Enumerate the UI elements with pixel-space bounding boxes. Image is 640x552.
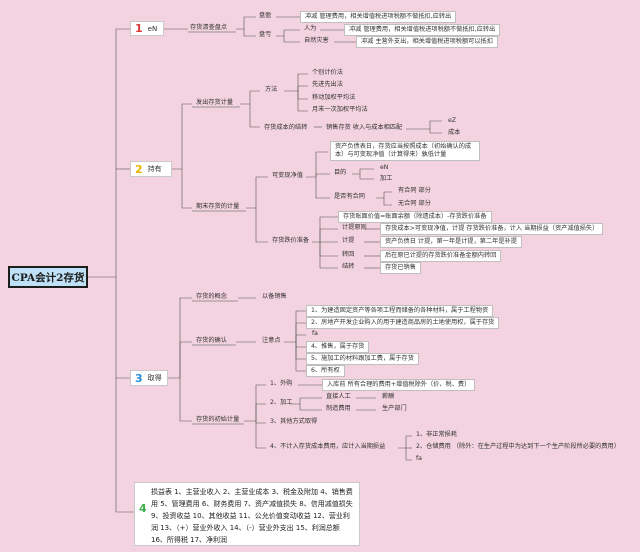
point-5: 5、施加工的材料跟加工费，属于存货 <box>306 353 419 365</box>
method-node: 方法 <box>265 86 278 93</box>
purpose-en: eN <box>380 164 389 171</box>
method-item-4: 月末一次加权平均法 <box>312 106 368 113</box>
purpose-node: 目的 <box>334 169 347 176</box>
section-3-label: 取得 <box>147 374 162 382</box>
method-item-3: 移动加权平均法 <box>312 94 356 101</box>
purpose-process: 加工 <box>380 175 393 182</box>
direct-labor-note: 薪酬 <box>382 393 395 400</box>
ez-node: eZ <box>448 117 457 124</box>
excluded-item-1: 1、非正常损耗 <box>416 431 458 438</box>
provision-note-3: 后在原已计提的存货跌价准备金额内转回 <box>380 250 502 262</box>
section-2-label: 持有 <box>147 165 162 173</box>
sale-node: 销售存货 收入与成本相匹配 <box>326 124 403 131</box>
section-1-label: eN <box>147 24 158 33</box>
provision-note-2: 资产负债日 计提，第一年是计提，第二年是补提 <box>380 236 522 248</box>
has-contract-node: 有合同 部分 <box>398 187 431 194</box>
surplus-note: 冲减 管理费用，相关增值税进项税额不做抵扣,应转出 <box>300 11 457 23</box>
period-end-node: 期末存货的计量 <box>196 203 240 210</box>
section-1[interactable]: 1 eN <box>130 21 164 36</box>
root-label: CPA会计2存货 <box>11 271 85 284</box>
concept-note: 以备销售 <box>262 293 287 300</box>
natural-disaster-node: 自然灾害 <box>304 37 329 44</box>
nrv-note: 资产负债表日，存货应当按照成本（初始确认的成本）与可变现净值（计算得来）孰低计量 <box>330 141 480 161</box>
contract-node: 是否有合同 <box>334 193 365 200</box>
provision-principle: 计提原则 <box>342 224 367 231</box>
provision-node: 存货跌价准备 <box>272 237 310 244</box>
process-node: 2、加工 <box>270 399 293 406</box>
section-2-number: 2 <box>135 162 143 176</box>
provision-note-4: 存货已销售 <box>380 262 421 274</box>
purchase-node: 1、外购 <box>270 380 293 387</box>
section-1-number: 1 <box>135 22 143 35</box>
provision-note-0: 存货账面价值=账面余额（除遗成本）-存货跌价准备 <box>338 211 492 223</box>
section-4-number: 4 <box>139 502 147 515</box>
human-cause-node: 人为 <box>304 25 317 32</box>
surplus-node: 盘盈 <box>259 12 272 19</box>
provision-reverse: 转回 <box>342 251 355 258</box>
provision-accrue: 计提 <box>342 237 355 244</box>
section-2[interactable]: 2 持有 <box>130 161 172 177</box>
nrv-node: 可变现净值 <box>272 172 303 179</box>
purchase-note: 入库前 所有合理的费用+增值税除外（价、税、费） <box>322 379 476 391</box>
point-6: 6、所有权 <box>306 365 345 377</box>
no-contract-node: 无合同 部分 <box>398 200 431 207</box>
human-cause-note: 冲减 管理费用，相关增值税进项税额不做抵扣,应转出 <box>344 24 501 36</box>
issue-measure-node: 发出存货计量 <box>196 99 234 106</box>
cost-node: 成本 <box>448 129 461 136</box>
confirm-node: 存货的确认 <box>196 337 227 344</box>
income-statement-text: 损益表 1、主营业收入 2、主营业成本 3、税金及附加 4、销售费用 5、管理费… <box>151 488 353 544</box>
excluded-item-3: fa <box>416 455 422 462</box>
point-2: 2、房地产开发企业购入的用于建造商品房的土地使用权，属于存货 <box>306 317 500 329</box>
point-4: 4、推售，属于存货 <box>306 341 370 353</box>
method-item-1: 个别计价法 <box>312 69 343 76</box>
shortage-node: 盘亏 <box>259 31 272 38</box>
excluded-node: 4、不计入存货成本费用，应计入当期损益 <box>270 443 386 450</box>
section-3[interactable]: 3 取得 <box>130 370 168 386</box>
direct-labor-node: 直接人工 <box>326 393 351 400</box>
section-3-number: 3 <box>135 371 143 385</box>
point-3: fa <box>312 330 318 337</box>
root-node: CPA会计2存货 <box>8 266 88 288</box>
natural-disaster-note: 冲减 主营外支出，相关增值税进项税额可以抵扣 <box>356 36 498 48</box>
provision-carry: 结转 <box>342 263 355 270</box>
provision-note-1: 存货成本>可变现净值，计提 存货跌价准备，计入 当期损益（资产减值损失） <box>380 223 604 235</box>
other-method-node: 3、其他方式取得 <box>270 418 318 425</box>
concept-node: 存货的概念 <box>196 293 227 300</box>
excluded-item-2: 2、仓储费用 （除外：在生产过程中为达到下一个生产阶段所必要的费用） <box>416 443 620 450</box>
cost-carry-node: 存货成本的结转 <box>264 124 308 131</box>
point-1: 1、为建造固定资产等各项工程而储备的各种材料，属于工程物资 <box>306 305 494 317</box>
inventory-count-node: 存货清查盘点 <box>190 24 228 31</box>
method-item-2: 先进先出法 <box>312 81 343 88</box>
initial-measure-node: 存货的初始计量 <box>196 416 240 423</box>
mfg-overhead-node: 制造费用 <box>326 405 351 412</box>
mfg-overhead-note: 生产部门 <box>382 405 407 412</box>
attention-node: 注意点 <box>262 337 281 344</box>
section-4-income-statement[interactable]: 4 损益表 1、主营业收入 2、主营业成本 3、税金及附加 4、销售费用 5、管… <box>134 482 360 546</box>
